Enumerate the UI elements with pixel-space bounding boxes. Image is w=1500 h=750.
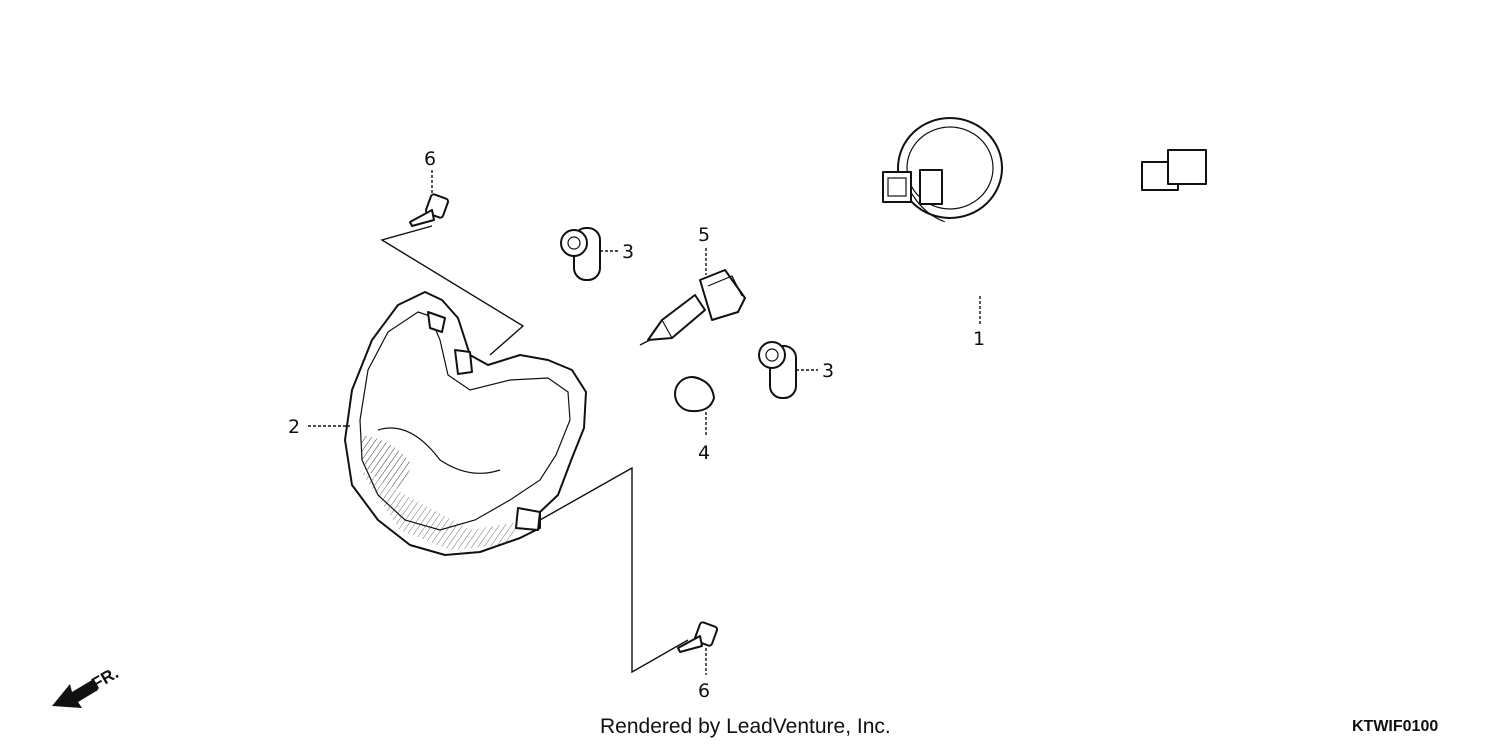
headlight-unit-part[interactable] <box>308 291 587 556</box>
callout-2: 2 <box>288 416 300 438</box>
callout-3-upper: 3 <box>622 241 634 263</box>
callout-6-lower: 6 <box>698 680 710 702</box>
leader-line-upper <box>380 225 525 356</box>
rubber-lower-part[interactable] <box>758 341 818 399</box>
wire-harness-part[interactable] <box>882 117 1207 325</box>
callout-1: 1 <box>973 328 985 350</box>
rubber-upper-part[interactable] <box>560 227 618 281</box>
callout-3-lower: 3 <box>822 360 834 382</box>
credit-text: Rendered by LeadVenture, Inc. <box>600 715 891 738</box>
screw-lower-part[interactable] <box>677 621 719 675</box>
dust-cap-part[interactable] <box>674 376 715 435</box>
front-arrow-icon <box>52 680 98 708</box>
screw-upper-part[interactable] <box>409 170 450 227</box>
callout-4: 4 <box>698 442 710 464</box>
bulb-part[interactable] <box>639 248 746 346</box>
leader-line-lower <box>539 466 689 674</box>
callout-5: 5 <box>698 224 710 246</box>
callout-6-upper: 6 <box>424 148 436 170</box>
diagram-code: KTWIF0100 <box>1352 718 1438 735</box>
